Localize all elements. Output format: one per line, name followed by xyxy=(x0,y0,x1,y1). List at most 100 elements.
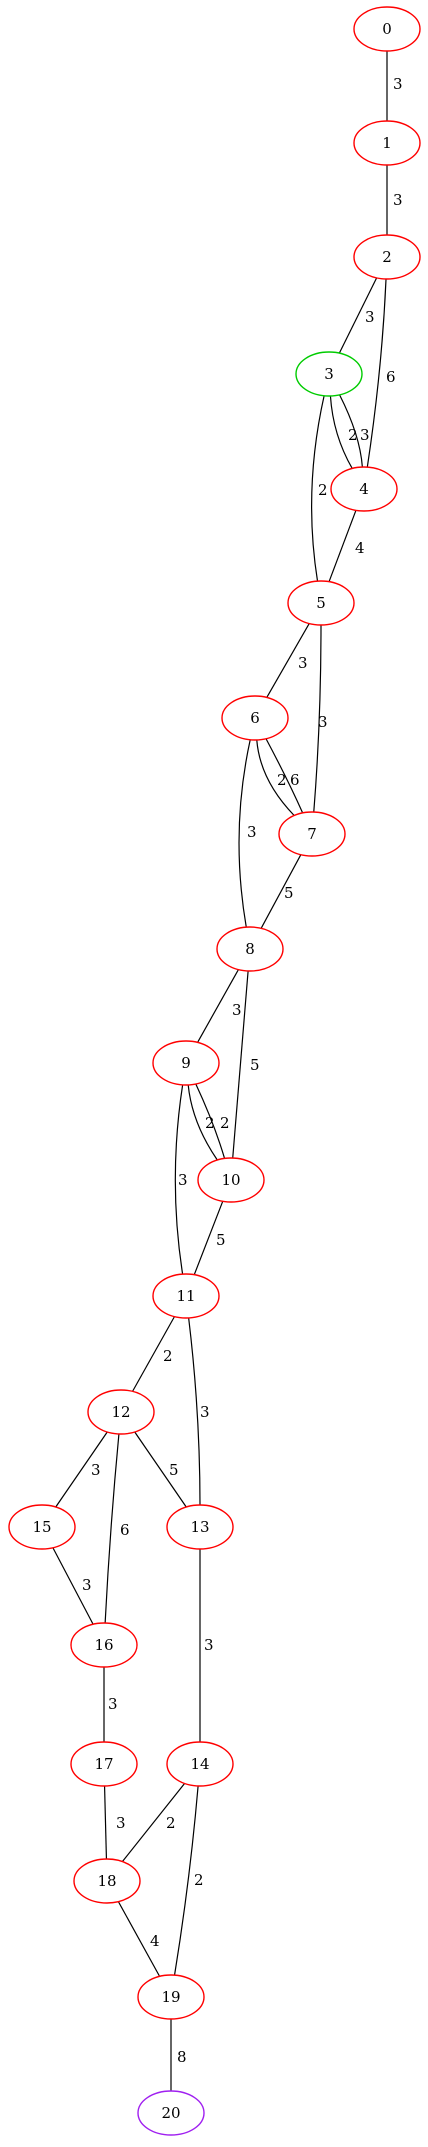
node-label: 6 xyxy=(250,709,260,727)
edge-line xyxy=(339,394,363,468)
node-ellipse xyxy=(152,1040,220,1086)
edge-14-19: 2 xyxy=(173,1785,204,1976)
edge-weight-label: 3 xyxy=(108,1695,118,1713)
edge-line xyxy=(187,1084,218,1161)
edge-16-17: 3 xyxy=(103,1667,118,1742)
edge-15-16: 3 xyxy=(52,1547,94,1625)
edge-weight-label: 2 xyxy=(348,426,358,444)
edge-8-10: 5 xyxy=(232,970,260,1159)
node-ellipse xyxy=(166,1741,234,1787)
edge-weight-label: 5 xyxy=(216,1231,226,1249)
edge-line xyxy=(265,738,304,814)
edge-weight-label: 3 xyxy=(298,654,308,672)
edge-12-16: 6 xyxy=(104,1433,130,1624)
edge-weight-label: 2 xyxy=(318,481,328,499)
edge-line xyxy=(188,1317,201,1506)
edge-line xyxy=(121,1783,186,1862)
edge-9-10: 2 xyxy=(195,1083,230,1159)
edge-14-18: 2 xyxy=(121,1783,186,1862)
node-ellipse xyxy=(197,1157,265,1203)
node-15: 15 xyxy=(8,1504,76,1550)
edge-line xyxy=(238,739,251,928)
edge-weight-label: 4 xyxy=(355,539,365,557)
node-3: 3 xyxy=(295,351,363,397)
edge-2-4: 6 xyxy=(366,278,396,468)
node-label: 3 xyxy=(324,365,334,383)
node-label: 9 xyxy=(181,1054,191,1072)
node-label: 18 xyxy=(97,1872,116,1890)
edge-7-8: 5 xyxy=(260,854,302,929)
node-label: 0 xyxy=(382,20,392,38)
edge-weight-label: 3 xyxy=(393,191,403,209)
edge-weight-label: 4 xyxy=(150,1932,160,1950)
edge-weight-label: 3 xyxy=(232,1001,242,1019)
edge-11-13: 3 xyxy=(188,1317,210,1506)
edge-line xyxy=(195,1083,226,1159)
node-ellipse xyxy=(221,695,289,741)
node-16: 16 xyxy=(70,1622,138,1668)
edge-9-11: 3 xyxy=(174,1084,188,1275)
edge-weight-label: 3 xyxy=(318,713,328,731)
edge-line xyxy=(104,1433,120,1624)
edge-weight-label: 6 xyxy=(120,1521,130,1539)
node-1: 1 xyxy=(353,120,421,166)
node-ellipse xyxy=(216,926,284,972)
edge-line xyxy=(52,1547,94,1625)
node-ellipse xyxy=(278,811,346,857)
edge-weight-label: 2 xyxy=(205,1114,215,1132)
edge-line xyxy=(313,624,322,813)
edge-6-8: 3 xyxy=(238,739,257,928)
edge-weight-label: 3 xyxy=(178,1171,188,1189)
edge-line xyxy=(193,1201,224,1275)
edge-line xyxy=(134,1431,187,1508)
node-9: 9 xyxy=(152,1040,220,1086)
node-11: 11 xyxy=(152,1273,220,1319)
edge-weight-label: 3 xyxy=(116,1814,126,1832)
edge-line xyxy=(328,510,357,582)
node-ellipse xyxy=(70,1741,138,1787)
edge-weight-label: 3 xyxy=(360,426,370,444)
edge-3-5: 2 xyxy=(311,395,328,582)
node-ellipse xyxy=(137,2090,205,2136)
edge-12-13: 5 xyxy=(134,1431,187,1508)
edge-5-6: 3 xyxy=(266,623,310,698)
edge-line xyxy=(55,1431,108,1508)
edge-8-9: 3 xyxy=(197,969,242,1043)
edge-line xyxy=(338,277,378,354)
edge-10-11: 5 xyxy=(193,1201,226,1275)
node-label: 13 xyxy=(190,1518,209,1536)
node-label: 11 xyxy=(176,1287,195,1305)
edge-17-18: 3 xyxy=(103,1785,126,1860)
node-14: 14 xyxy=(166,1741,234,1787)
node-label: 4 xyxy=(359,480,369,498)
node-ellipse xyxy=(70,1622,138,1668)
node-17: 17 xyxy=(70,1741,138,1787)
node-ellipse xyxy=(166,1504,234,1550)
node-ellipse xyxy=(152,1273,220,1319)
node-20: 20 xyxy=(137,2090,205,2136)
edge-18-19: 4 xyxy=(117,1901,161,1977)
node-label: 20 xyxy=(161,2104,180,2122)
node-label: 19 xyxy=(161,1988,180,2006)
edge-3-4: 2 xyxy=(329,395,358,469)
node-ellipse xyxy=(330,466,398,512)
edge-weight-label: 5 xyxy=(250,1056,260,1074)
node-19: 19 xyxy=(137,1974,205,2020)
node-6: 6 xyxy=(221,695,289,741)
edge-weight-label: 8 xyxy=(177,2048,187,2066)
edge-line xyxy=(329,395,353,469)
edge-line xyxy=(117,1901,161,1977)
node-ellipse xyxy=(295,351,363,397)
edge-weight-label: 6 xyxy=(290,771,300,789)
node-8: 8 xyxy=(216,926,284,972)
edge-11-12: 2 xyxy=(132,1316,175,1392)
edge-weight-label: 3 xyxy=(82,1576,92,1594)
edge-weight-label: 2 xyxy=(166,1814,176,1832)
node-12: 12 xyxy=(87,1389,155,1435)
node-ellipse xyxy=(8,1504,76,1550)
edge-weight-label: 5 xyxy=(169,1461,179,1479)
edge-line xyxy=(132,1316,175,1392)
node-13: 13 xyxy=(166,1504,234,1550)
